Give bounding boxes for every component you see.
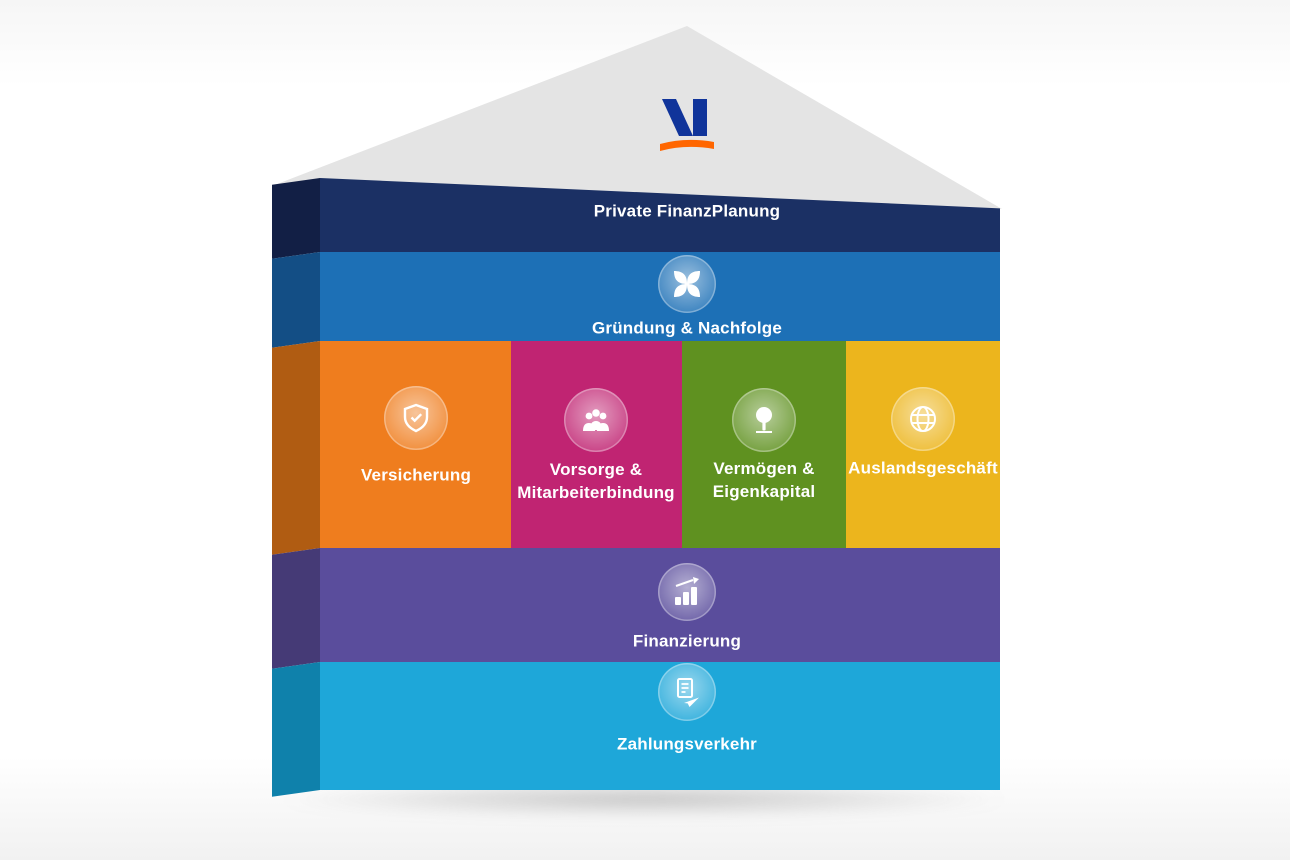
label-vermoegen: Vermögen & Eigenkapital bbox=[713, 457, 816, 503]
globe-icon bbox=[907, 403, 939, 435]
tree-icon bbox=[748, 404, 780, 436]
versicherung-chip bbox=[384, 386, 448, 450]
label-vermoegen-line2: Eigenkapital bbox=[712, 482, 816, 501]
label-vorsorge: Vorsorge & Mitarbeiterbindung bbox=[517, 458, 675, 504]
finanzierung-chip bbox=[658, 563, 716, 621]
label-zahlungsverkehr: Zahlungsverkehr bbox=[617, 734, 757, 754]
side-gruendung-nachfolge bbox=[272, 252, 320, 348]
side-middle-row bbox=[272, 341, 320, 555]
invoice-plane-icon bbox=[671, 676, 703, 708]
insurance-shield-icon bbox=[400, 402, 432, 434]
label-vermoegen-line1: Vermögen & bbox=[713, 459, 815, 478]
gruendung-chip bbox=[658, 255, 716, 313]
layer-finanzierung bbox=[320, 548, 1000, 662]
side-finanzierung bbox=[272, 548, 320, 669]
vr-logo-v-diagonal bbox=[662, 99, 693, 136]
label-gruendung-nachfolge: Gründung & Nachfolge bbox=[591, 318, 783, 338]
label-versicherung: Versicherung bbox=[360, 465, 472, 485]
people-group-icon bbox=[580, 404, 612, 436]
growth-steps-icon bbox=[671, 576, 703, 608]
vr-logo-swoosh bbox=[660, 139, 714, 151]
auslandsgeschaeft-chip bbox=[891, 387, 955, 451]
vr-logo bbox=[656, 96, 718, 154]
pinwheel-icon bbox=[671, 268, 703, 300]
vorsorge-chip bbox=[564, 388, 628, 452]
vermoegen-chip bbox=[732, 388, 796, 452]
label-vorsorge-line1: Vorsorge & bbox=[549, 460, 643, 479]
label-finanzierung: Finanzierung bbox=[632, 631, 742, 651]
label-private-finanzplanung: Private FinanzPlanung bbox=[593, 201, 781, 221]
label-auslandsgeschaeft: Auslandsgeschäft bbox=[848, 458, 998, 478]
side-zahlungsverkehr bbox=[272, 662, 320, 797]
label-vorsorge-line2: Mitarbeiterbindung bbox=[517, 483, 675, 502]
vr-logo-v-bar bbox=[693, 99, 707, 136]
house-side-face bbox=[272, 178, 320, 797]
zahlungsverkehr-chip bbox=[658, 663, 716, 721]
side-private-finanzplanung bbox=[272, 178, 320, 259]
